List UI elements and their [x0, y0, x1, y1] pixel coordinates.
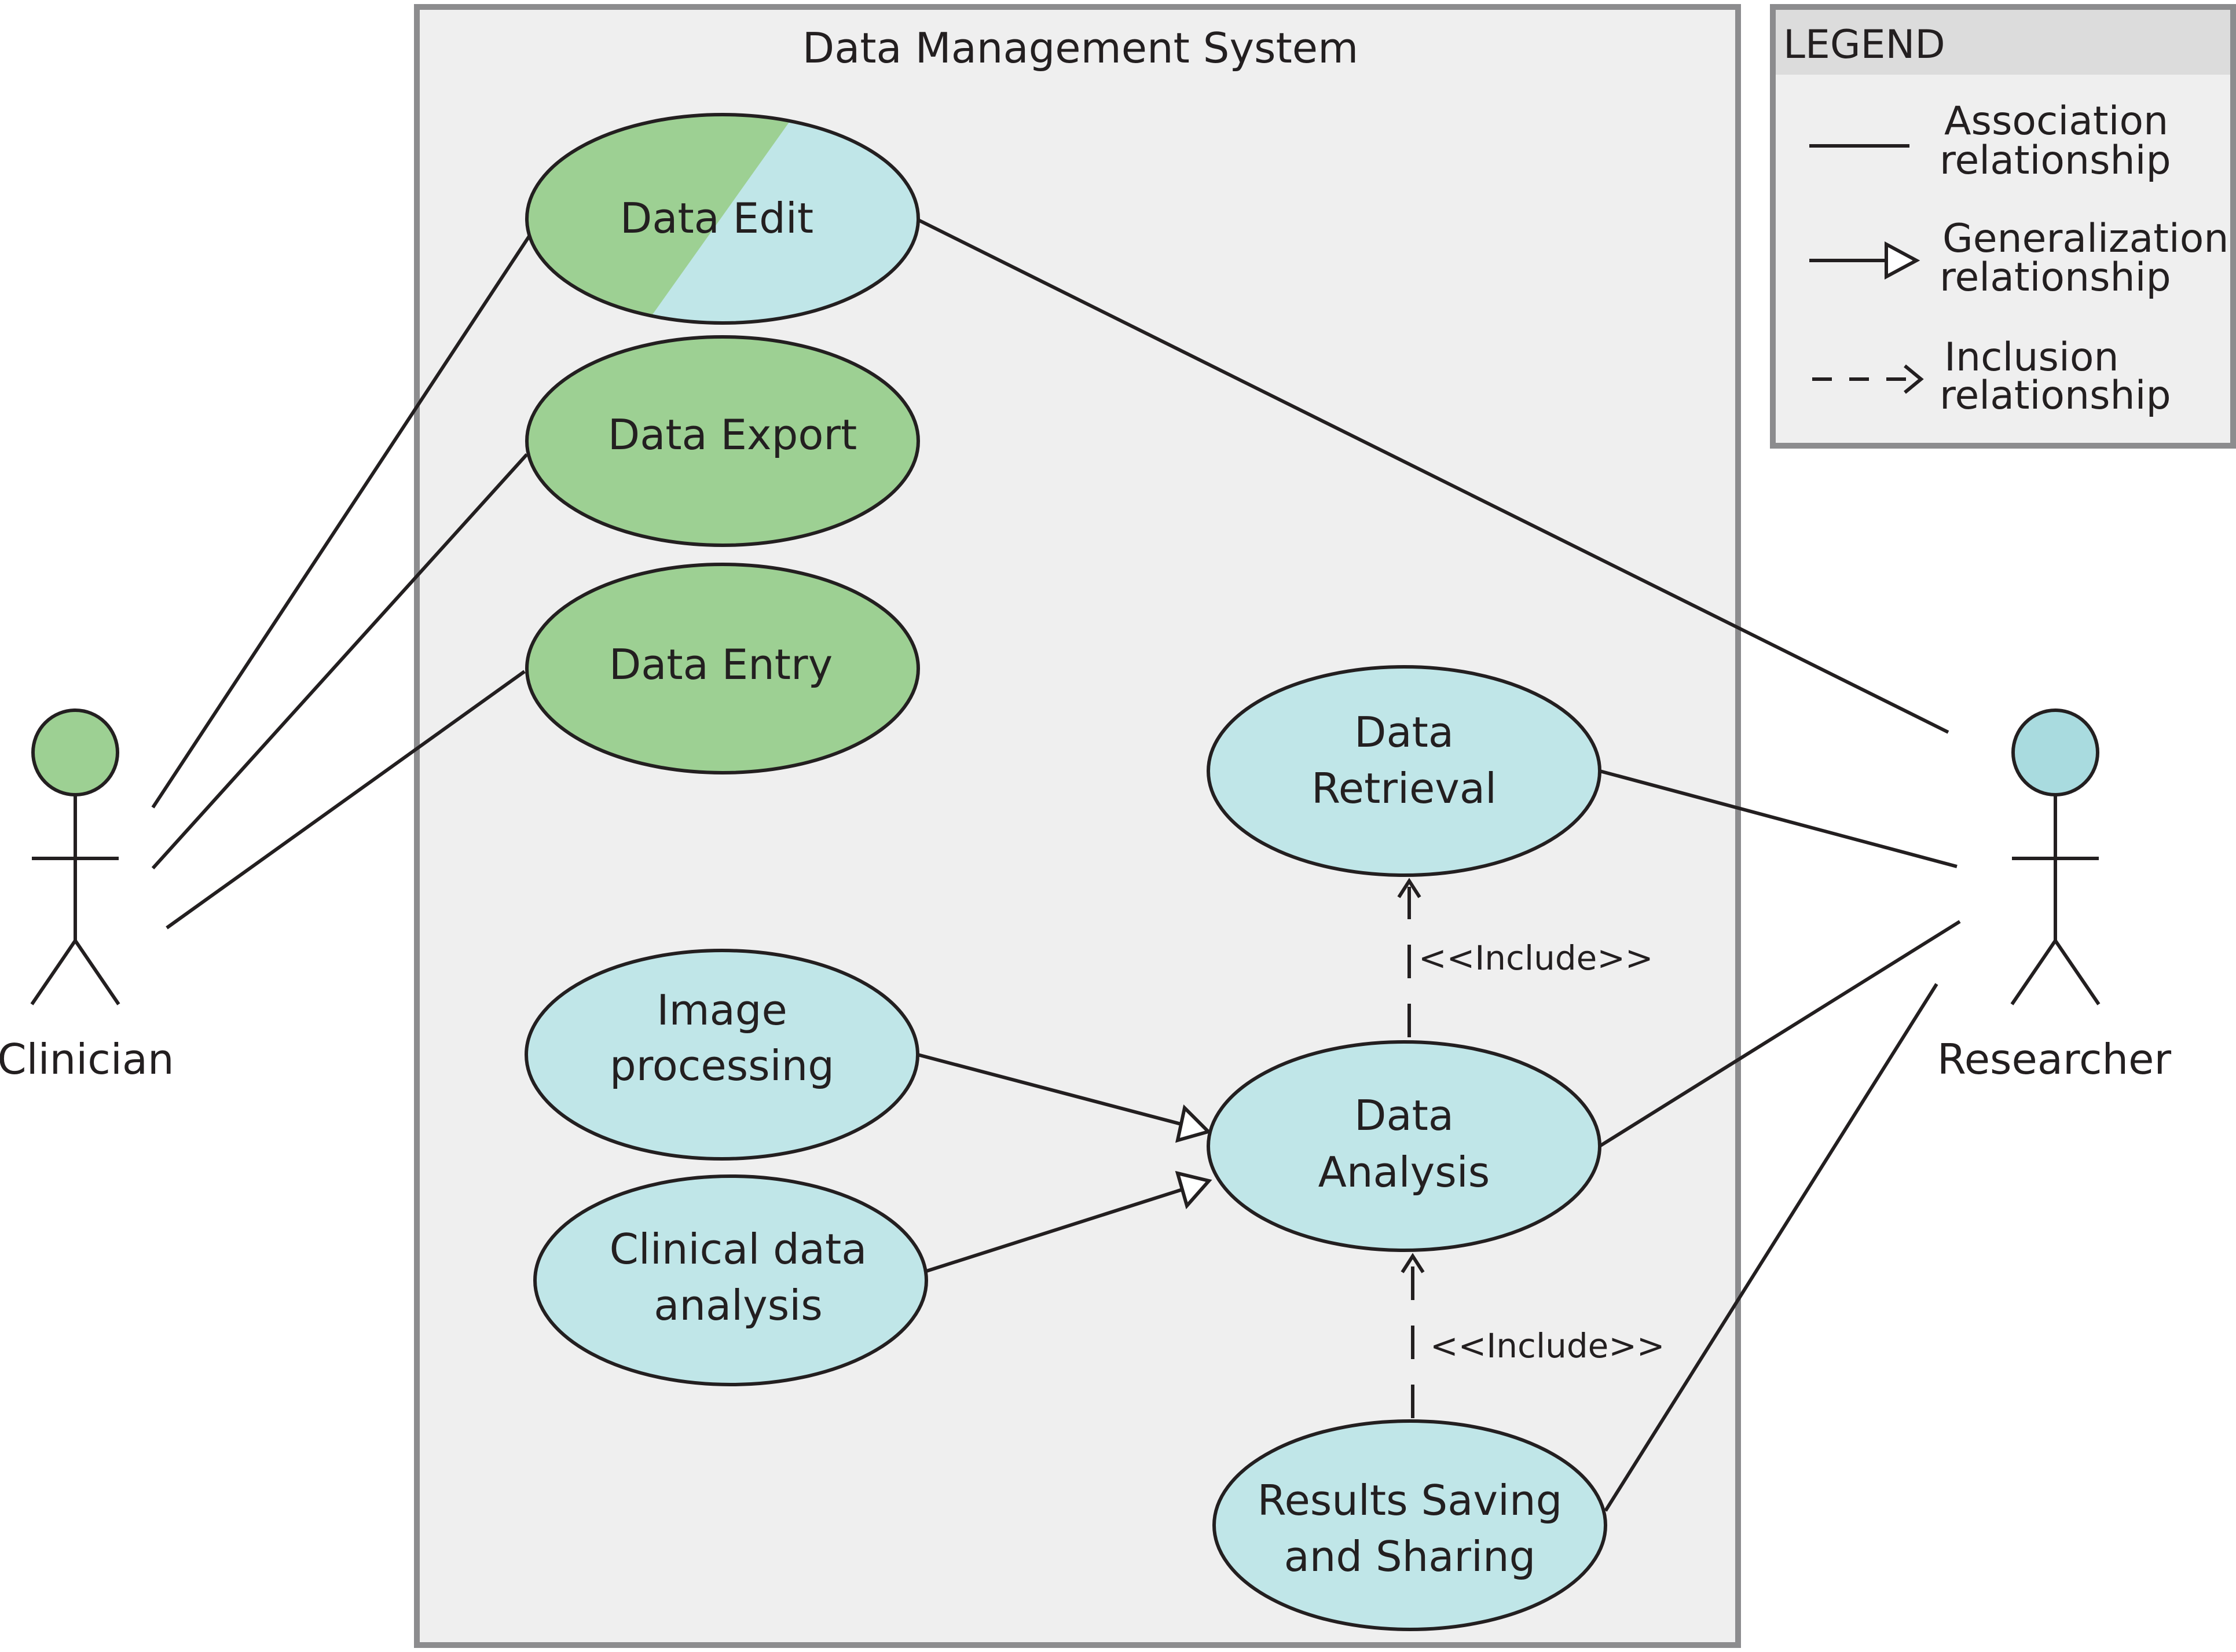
use-case-data-analysis[interactable]: Data Analysis: [1207, 1040, 1601, 1252]
use-case-clinical-data-analysis[interactable]: Clinical data analysis: [533, 1174, 928, 1386]
legend-association-label-1: Association: [1944, 98, 2168, 144]
actor-clinician[interactable]: Clinician: [0, 708, 174, 1084]
researcher-head-icon: [2011, 708, 2099, 796]
gen-clinical-analysis: [926, 1188, 1183, 1273]
svg-text:Data: Data: [1354, 708, 1454, 757]
include-arrowhead-1: [1397, 878, 1421, 898]
svg-text:Data: Data: [1354, 1091, 1454, 1140]
svg-text:processing: processing: [610, 1041, 834, 1090]
legend-header: [1776, 10, 2230, 75]
include-arrowhead-2: [1401, 1253, 1425, 1273]
use-case-data-entry[interactable]: Data Entry: [525, 563, 920, 774]
svg-text:Image: Image: [657, 986, 787, 1034]
svg-text:analysis: analysis: [654, 1281, 823, 1330]
legend-generalization-arrowhead: [1885, 241, 1920, 280]
assoc-clinician-data-export: [151, 453, 529, 870]
svg-text:Data Entry: Data Entry: [609, 640, 833, 689]
legend-inclusion-label-2: relationship: [1940, 373, 2171, 418]
legend-title: LEGEND: [1783, 22, 1945, 68]
legend-box: [1770, 4, 2236, 449]
gen-image-processing: [917, 1053, 1182, 1126]
gen-arrowhead-2: [1175, 1170, 1212, 1210]
system-title: Data Management System: [802, 24, 1358, 72]
svg-text:Results Saving: Results Saving: [1258, 1476, 1563, 1525]
clinician-label: Clinician: [0, 1035, 174, 1084]
include-label-1: <<Include>>: [1418, 938, 1654, 978]
svg-text:Retrieval: Retrieval: [1311, 764, 1497, 813]
use-case-data-export[interactable]: Data Export: [525, 335, 920, 547]
use-case-data-edit[interactable]: Data Edit: [521, 110, 926, 330]
assoc-researcher-data-analysis: [1599, 920, 1961, 1148]
legend-generalization-label-1: Generalization: [1942, 216, 2229, 262]
gen-arrowhead-1: [1175, 1104, 1212, 1143]
legend-association-label-2: relationship: [1940, 138, 2171, 183]
researcher-label: Researcher: [1937, 1035, 2172, 1084]
assoc-clinician-data-edit: [151, 233, 532, 809]
use-case-data-retrieval[interactable]: Data Retrieval: [1207, 665, 1601, 877]
clinician-head-icon: [31, 708, 119, 796]
assoc-clinician-data-entry: [166, 670, 526, 930]
include-label-2: <<Include>>: [1430, 1326, 1665, 1365]
legend-inclusion-arrowhead: [1904, 364, 1924, 394]
use-case-image-processing[interactable]: Image processing: [525, 949, 919, 1161]
assoc-researcher-data-retrieval: [1599, 769, 1958, 868]
assoc-researcher-results-saving: [1604, 983, 1938, 1512]
svg-text:Clinical data: Clinical data: [610, 1225, 867, 1273]
svg-text:Analysis: Analysis: [1318, 1148, 1490, 1196]
svg-text:and Sharing: and Sharing: [1284, 1532, 1536, 1581]
legend: LEGEND Association relationship Generali…: [1770, 4, 2236, 449]
use-case-results-saving[interactable]: Results Saving and Sharing: [1212, 1419, 1607, 1631]
svg-text:Data Export: Data Export: [608, 410, 857, 459]
legend-generalization-label-2: relationship: [1940, 255, 2171, 300]
assoc-researcher-data-edit: [917, 218, 1949, 734]
svg-text:Data Edit: Data Edit: [620, 194, 813, 243]
actor-researcher[interactable]: Researcher: [1937, 708, 2172, 1084]
legend-inclusion-label-1: Inclusion: [1944, 335, 2119, 380]
